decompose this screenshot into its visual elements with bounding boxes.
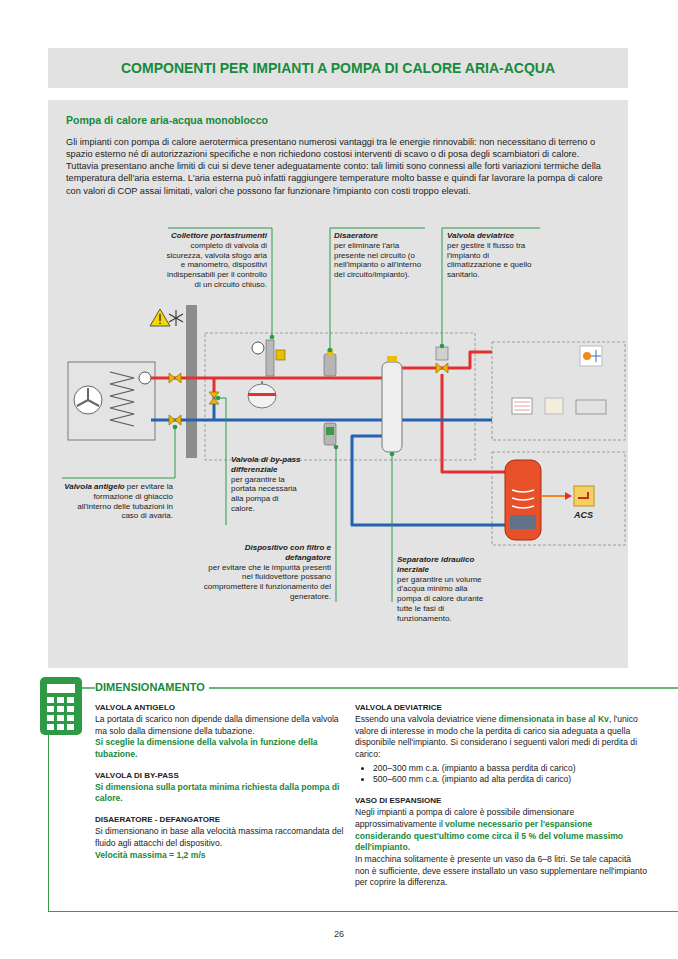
bullet-item: 500–600 mm c.a. (impianto ad alta perdit… bbox=[373, 774, 647, 786]
page-title: COMPONENTI PER IMPIANTI A POMPA DI CALOR… bbox=[121, 60, 555, 76]
callout-text: per evitare che le impurità presenti nel… bbox=[200, 563, 331, 602]
body-text: La portata di scarico non dipende dalla … bbox=[95, 714, 339, 736]
callout-title: Disaeratore bbox=[334, 231, 426, 241]
body-paragraph: Negli impianti a pompa di calore è possi… bbox=[355, 807, 647, 854]
highlight-text: Si sceglie la dimensione della valvola i… bbox=[95, 737, 318, 759]
highlight-text: Si dimensiona sulla portata minima richi… bbox=[95, 782, 340, 804]
callout-title: Valvola deviatrice bbox=[447, 231, 539, 241]
page-number: 26 bbox=[0, 929, 678, 939]
callout: Collettore portastrumenticompleto di val… bbox=[166, 231, 267, 290]
callout-title: Separatore idraulico inerziale bbox=[397, 555, 487, 575]
body-paragraph: In macchina solitamente è presente un va… bbox=[355, 854, 647, 889]
callout-title: Collettore portastrumenti bbox=[166, 231, 267, 241]
highlight-text: Velocità massima = 1,2 m/s bbox=[95, 850, 206, 860]
box-heading: DIMENSIONAMENTO bbox=[95, 681, 209, 693]
bullet-item: 200–300 mm c.a. (impianto a bassa perdit… bbox=[373, 763, 647, 775]
body-paragraph: Si dimensiona sulla portata minima richi… bbox=[95, 782, 345, 805]
callout: Separatore idraulico inerzialeper garant… bbox=[397, 555, 487, 623]
text-column: VALVOLA ANTIGELO La portata di scarico no… bbox=[95, 703, 345, 861]
body-paragraph: Si sceglie la dimensione della valvola i… bbox=[95, 737, 345, 760]
callout-text: per gestire il flusso tra l'impianto di … bbox=[447, 241, 539, 280]
callout-text: per garantire un volume d'acqua minimo a… bbox=[397, 575, 487, 624]
callout: Disaeratoreper eliminare l'aria presente… bbox=[334, 231, 426, 280]
callout-text: per garantire la portata necessaria alla… bbox=[231, 475, 301, 514]
body-paragraph: La portata di scarico non dipende dalla … bbox=[95, 714, 345, 737]
title-band: COMPONENTI PER IMPIANTI A POMPA DI CALOR… bbox=[48, 48, 628, 88]
item-heading: VALVOLA ANTIGELO bbox=[95, 703, 345, 712]
part-label: ACS bbox=[574, 510, 593, 520]
highlight-text: dimensionata in base al Kv bbox=[499, 714, 609, 724]
text-column: VALVOLA DEVIATRICE Essendo una valvola de… bbox=[355, 703, 647, 889]
body-text: Essendo una valvola deviatrice viene bbox=[355, 714, 496, 724]
section-heading: Pompa di calore aria-acqua monoblocco bbox=[66, 114, 268, 126]
item-heading: VALVOLA DI BY-PASS bbox=[95, 771, 345, 780]
item-heading: DISAERATORE - DEFANGATORE bbox=[95, 815, 345, 824]
intro-paragraph: Gli impianti con pompa di calore aeroter… bbox=[66, 136, 612, 197]
body-paragraph: Si dimensionano in base alla velocità ma… bbox=[95, 826, 345, 849]
item-heading: VALVOLA DEVIATRICE bbox=[355, 703, 647, 712]
callout: Valvola antigeloper evitare la formazion… bbox=[60, 482, 173, 521]
callout: Valvola deviatriceper gestire il flusso … bbox=[447, 231, 539, 280]
spacer bbox=[355, 786, 647, 796]
callout: Valvola di by-pass differenzialeper gara… bbox=[231, 455, 301, 514]
sizing-box: DIMENSIONAMENTO VALVOLA ANTIGELO La portat… bbox=[48, 680, 678, 912]
callout-text: per eliminare l'aria presente nel circui… bbox=[334, 241, 426, 280]
body-text: In macchina solitamente è presente un va… bbox=[355, 854, 647, 887]
spacer bbox=[95, 805, 345, 815]
callout: Dispositivo con filtro e defangatoreper … bbox=[200, 543, 331, 602]
item-heading: VASO DI ESPANSIONE bbox=[355, 796, 647, 805]
callout-title: Valvola di by-pass differenziale bbox=[231, 455, 301, 475]
callout-text: completo di valvola di sicurezza, valvol… bbox=[166, 241, 267, 290]
bullet-list: 200–300 mm c.a. (impianto a bassa perdit… bbox=[355, 763, 647, 786]
body-paragraph: Essendo una valvola deviatrice vienedime… bbox=[355, 714, 647, 761]
callout-title: Valvola antigelo bbox=[64, 482, 125, 491]
callout-title: Dispositivo con filtro e defangatore bbox=[200, 543, 331, 563]
spacer bbox=[95, 761, 345, 771]
body-text: Si dimensionano in base alla velocità ma… bbox=[95, 826, 343, 848]
body-paragraph: Velocità massima = 1,2 m/s bbox=[95, 850, 345, 862]
